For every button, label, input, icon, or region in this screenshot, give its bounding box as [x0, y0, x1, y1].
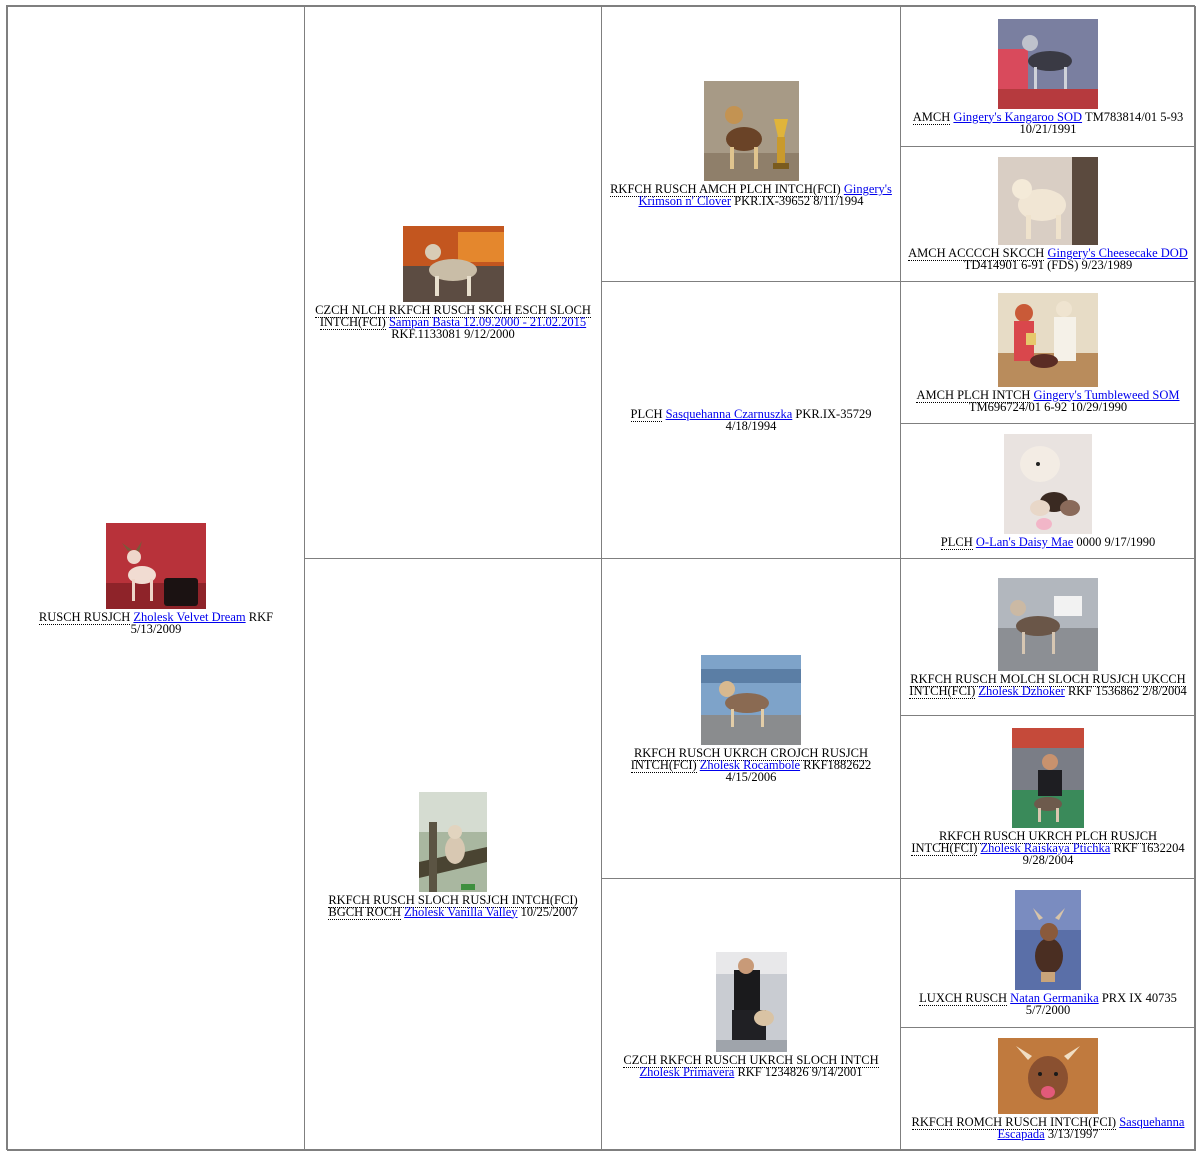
- ggp-titles-6: RKFCH RUSCH UKRCH PLCH RUSJCH INTCH(FCI): [911, 829, 1158, 856]
- ggp-link-6[interactable]: Zholesk Raiskaya Ptichka: [980, 841, 1111, 855]
- ggp-link-3[interactable]: Gingery's Tumbleweed SOM: [1033, 387, 1180, 402]
- sire-dam-info: PKR.IX-35729 4/18/1994: [725, 407, 872, 433]
- sire-dam-caption: PLCH Sasquehanna Czarnuszka PKR.IX-35729…: [608, 407, 894, 433]
- subject-photo[interactable]: [106, 522, 206, 609]
- subject-caption: RUSCH RUSJCH Zholesk Velvet Dream RKF 5/…: [14, 609, 298, 636]
- ggp-cell-6: RKFCH RUSCH UKRCH PLCH RUSJCH INTCH(FCI)…: [900, 715, 1196, 879]
- ggp-caption-6: RKFCH RUSCH UKRCH PLCH RUSJCH INTCH(FCI)…: [907, 829, 1189, 867]
- sire-dam-link[interactable]: Sasquehanna Czarnuszka: [665, 407, 793, 421]
- ggp-caption-2: AMCH ACCCCH SKCCH Gingery's Cheesecake D…: [907, 246, 1189, 272]
- dam-dam-link[interactable]: Zholesk Primavera: [639, 1064, 735, 1079]
- ggp-link-7[interactable]: Natan Germanika: [1010, 991, 1099, 1005]
- dam-sire-cell: RKFCH RUSCH UKRCH CROJCH RUSJCH INTCH(FC…: [601, 558, 901, 879]
- dam-dam-titles: CZCH RKFCH RUSCH UKRCH SLOCH INTCH: [623, 1052, 879, 1068]
- ggp-titles-7: LUXCH RUSCH: [919, 991, 1008, 1006]
- ggp-caption-1: AMCH Gingery's Kangaroo SOD TM783814/01 …: [907, 109, 1189, 136]
- ggp-cell-7: LUXCH RUSCH Natan Germanika PRX IX 40735…: [900, 878, 1196, 1028]
- ggp-info-7: PRX IX 40735 5/7/2000: [1025, 991, 1177, 1017]
- dam-dam-info: RKF 1234826 9/14/2001: [734, 1064, 863, 1079]
- ggp-info-4: 0000 9/17/1990: [1073, 535, 1156, 549]
- sire-dam-cell: PLCH Sasquehanna Czarnuszka PKR.IX-35729…: [601, 281, 901, 559]
- ggp-link-2[interactable]: Gingery's Cheesecake DOD: [1047, 246, 1188, 260]
- dam-sire-info: RKF1882622 4/15/2006: [725, 757, 872, 784]
- ggp-photo-4[interactable]: [1004, 434, 1092, 534]
- ggp-titles-1: AMCH: [912, 109, 951, 125]
- sire-sire-cell: RKFCH RUSCH AMCH PLCH INTCH(FCI) Gingery…: [601, 6, 901, 282]
- ggp-cell-8: RKFCH ROMCH RUSCH INTCH(FCI) Sasquehanna…: [900, 1027, 1196, 1151]
- ggp-titles-5: RKFCH RUSCH MOLCH SLOCH RUSJCH UKCCH INT…: [909, 671, 1186, 699]
- subject-link[interactable]: Zholesk Velvet Dream: [133, 609, 246, 624]
- ggp-info-5: RKF 1536862 2/8/2004: [1064, 683, 1187, 698]
- ggp-link-5[interactable]: Zholesk Dzhoker: [978, 683, 1065, 698]
- dam-dam-caption: CZCH RKFCH RUSCH UKRCH SLOCH INTCH Zhole…: [608, 1052, 894, 1079]
- sire-caption: CZCH NLCH RKFCH RUSCH SKCH ESCH SLOCH IN…: [311, 302, 595, 341]
- sire-titles: CZCH NLCH RKFCH RUSCH SKCH ESCH SLOCH IN…: [315, 302, 591, 330]
- dam-cell: RKFCH RUSCH SLOCH RUSJCH INTCH(FCI) BGCH…: [304, 558, 602, 1151]
- dam-sire-link[interactable]: Zholesk Rocambole: [699, 757, 801, 772]
- ggp-info-2: TD414901 6-91 (FDS) 9/23/1989: [963, 258, 1133, 272]
- ggp-photo-1[interactable]: [998, 18, 1098, 109]
- dam-link[interactable]: Zholesk Vanilla Valley: [404, 904, 518, 919]
- ggp-info-3: TM696724/01 6-92 10/29/1990: [968, 399, 1128, 414]
- pedigree-table: RUSCH RUSJCH Zholesk Velvet Dream RKF 5/…: [6, 5, 1196, 1151]
- ggp-link-4[interactable]: O-Lan's Daisy Mae: [975, 535, 1074, 549]
- sire-sire-caption: RKFCH RUSCH AMCH PLCH INTCH(FCI) Gingery…: [608, 182, 894, 208]
- dam-titles: RKFCH RUSCH SLOCH RUSJCH INTCH(FCI) BGCH…: [328, 892, 578, 920]
- ggp-photo-7[interactable]: [1015, 890, 1081, 990]
- ggp-caption-8: RKFCH ROMCH RUSCH INTCH(FCI) Sasquehanna…: [907, 1115, 1189, 1141]
- dam-caption: RKFCH RUSCH SLOCH RUSJCH INTCH(FCI) BGCH…: [311, 892, 595, 920]
- dam-dam-photo[interactable]: [715, 951, 787, 1052]
- ggp-cell-3: AMCH PLCH INTCH Gingery's Tumbleweed SOM…: [900, 281, 1196, 424]
- ggp-cell-4: PLCH O-Lan's Daisy Mae 0000 9/17/1990: [900, 423, 1196, 559]
- sire-sire-link[interactable]: Gingery's Krimson n' Clover: [638, 182, 892, 208]
- sire-link[interactable]: Sampan Basta 12.09.2000 - 21.02.2015: [388, 314, 587, 329]
- ggp-caption-5: RKFCH RUSCH MOLCH SLOCH RUSJCH UKCCH INT…: [907, 671, 1189, 699]
- ggp-info-6: RKF 1632204 9/28/2004: [1022, 841, 1185, 867]
- ggp-caption-3: AMCH PLCH INTCH Gingery's Tumbleweed SOM…: [907, 387, 1189, 414]
- ggp-photo-5[interactable]: [998, 577, 1098, 671]
- ggp-caption-7: LUXCH RUSCH Natan Germanika PRX IX 40735…: [907, 991, 1189, 1017]
- ggp-link-8[interactable]: Sasquehanna Escapada: [997, 1115, 1185, 1141]
- sire-sire-info: PKR.IX-39652 8/11/1994: [731, 194, 864, 208]
- ggp-cell-2: AMCH ACCCCH SKCCH Gingery's Cheesecake D…: [900, 146, 1196, 282]
- dam-photo[interactable]: [419, 791, 487, 892]
- ggp-info-1: TM783814/01 5-93 10/21/1991: [1019, 109, 1184, 136]
- ggp-titles-8: RKFCH ROMCH RUSCH INTCH(FCI): [911, 1115, 1117, 1130]
- ggp-cell-5: RKFCH RUSCH MOLCH SLOCH RUSJCH UKCCH INT…: [900, 558, 1196, 716]
- ggp-photo-3[interactable]: [998, 292, 1098, 387]
- dam-info: 10/25/2007: [517, 904, 578, 919]
- ggp-photo-2[interactable]: [998, 157, 1098, 245]
- sire-info: RKF.1133081 9/12/2000: [391, 326, 515, 341]
- sire-dam-titles: PLCH: [630, 407, 663, 422]
- ggp-photo-6[interactable]: [1012, 728, 1084, 828]
- sire-sire-titles: RKFCH RUSCH AMCH PLCH INTCH(FCI): [610, 182, 841, 197]
- ggp-titles-4: PLCH: [940, 535, 973, 550]
- dam-sire-photo[interactable]: [701, 654, 801, 745]
- ggp-link-1[interactable]: Gingery's Kangaroo SOD: [953, 109, 1083, 124]
- ggp-caption-4: PLCH O-Lan's Daisy Mae 0000 9/17/1990: [907, 535, 1189, 550]
- ggp-cell-1: AMCH Gingery's Kangaroo SOD TM783814/01 …: [900, 6, 1196, 147]
- ggp-titles-3: AMCH PLCH INTCH: [916, 387, 1031, 403]
- ggp-photo-8[interactable]: [998, 1038, 1098, 1114]
- dam-sire-titles: RKFCH RUSCH UKRCH CROJCH RUSJCH INTCH(FC…: [630, 745, 869, 773]
- subject-cell: RUSCH RUSJCH Zholesk Velvet Dream RKF 5/…: [7, 6, 305, 1151]
- subject-info: RKF 5/13/2009: [130, 609, 274, 636]
- ggp-info-8: 3/13/1997: [1044, 1127, 1099, 1141]
- ggp-titles-2: AMCH ACCCCH SKCCH: [908, 246, 1045, 261]
- subject-titles: RUSCH RUSJCH: [38, 609, 131, 625]
- sire-photo[interactable]: [402, 225, 504, 302]
- dam-dam-cell: CZCH RKFCH RUSCH UKRCH SLOCH INTCH Zhole…: [601, 878, 901, 1151]
- sire-cell: CZCH NLCH RKFCH RUSCH SKCH ESCH SLOCH IN…: [304, 6, 602, 559]
- sire-sire-photo[interactable]: [703, 81, 799, 181]
- dam-sire-caption: RKFCH RUSCH UKRCH CROJCH RUSJCH INTCH(FC…: [608, 745, 894, 784]
